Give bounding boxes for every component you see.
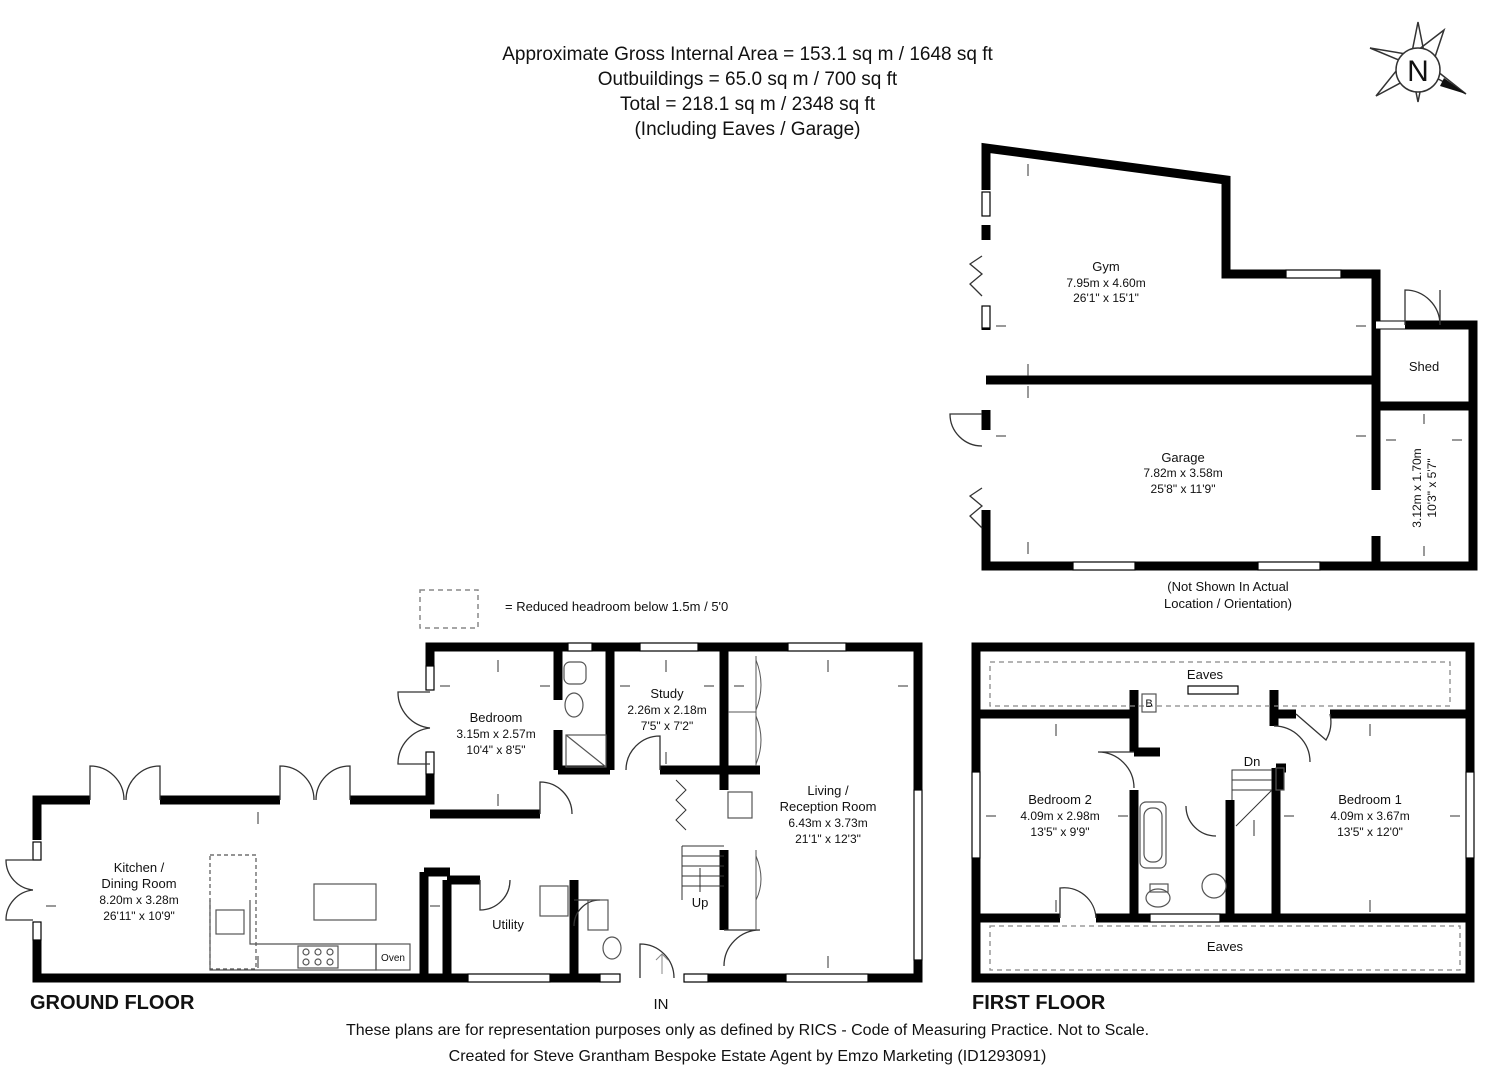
gross-area-text: Approximate Gross Internal Area = 153.1 … [502, 44, 993, 65]
garage-label: Garage 7.82m x 3.58m 25'8" x 11'9" [1143, 450, 1222, 496]
shed-label: Shed [1409, 359, 1439, 374]
svg-text:Garage: Garage [1161, 450, 1204, 465]
svg-text:Bedroom: Bedroom [470, 710, 523, 725]
svg-text:26'1" x 15'1": 26'1" x 15'1" [1073, 291, 1139, 305]
stairs-up-label: Up [692, 895, 709, 910]
disclaimer-text: These plans are for representation purpo… [345, 1022, 1150, 1039]
first-floor-doors [1059, 713, 1332, 919]
svg-text:8.20m x 3.28m: 8.20m x 3.28m [99, 893, 178, 907]
kitchen-fixtures [209, 661, 753, 971]
outbuilding-doors [949, 255, 1441, 529]
ground-dimension-arrows [46, 660, 908, 968]
svg-text:Reception Room: Reception Room [780, 799, 877, 814]
credit-text: Created for Steve Grantham Bespoke Estat… [448, 1048, 1047, 1065]
eaves-top-label: Eaves [1187, 667, 1224, 682]
outbuildings-note-1: (Not Shown In Actual [1167, 579, 1289, 594]
svg-text:7.82m x 3.58m: 7.82m x 3.58m [1143, 466, 1222, 480]
legend-text: = Reduced headroom below 1.5m / 5'0 [505, 599, 728, 614]
utility-label: Utility [492, 917, 524, 932]
total-area-text: Total = 218.1 sq m / 2348 sq ft [619, 94, 876, 115]
first-floor-windows [971, 685, 1475, 923]
first-floor-title: FIRST FLOOR [972, 992, 1106, 1014]
ground-floor-title: GROUND FLOOR [30, 992, 195, 1014]
kitchen-label: Kitchen / Dining Room 8.20m x 3.28m 26'1… [99, 860, 178, 923]
svg-text:7'5" x 7'2": 7'5" x 7'2" [641, 719, 693, 733]
oven-label: Oven [381, 953, 405, 964]
svg-text:2.26m x 2.18m: 2.26m x 2.18m [627, 703, 706, 717]
svg-text:6.43m x 3.73m: 6.43m x 3.73m [788, 816, 867, 830]
svg-text:Gym: Gym [1092, 259, 1119, 274]
svg-text:26'11" x 10'9": 26'11" x 10'9" [103, 909, 175, 923]
bedroom1-label: Bedroom 1 4.09m x 3.67m 13'5" x 12'0" [1330, 792, 1409, 839]
svg-text:Study: Study [650, 686, 684, 701]
eaves-bottom-label: Eaves [1207, 939, 1244, 954]
reduced-headroom-swatch [419, 589, 479, 629]
ground-floor-windows [32, 642, 923, 983]
svg-text:3.15m x 2.57m: 3.15m x 2.57m [456, 727, 535, 741]
svg-text:Bedroom 1: Bedroom 1 [1338, 792, 1402, 807]
bedroom-ground-label: Bedroom 3.15m x 2.57m 10'4" x 8'5" [456, 710, 535, 757]
ground-floor-stairs [675, 779, 724, 900]
svg-text:21'1" x 12'3": 21'1" x 12'3" [795, 832, 861, 846]
svg-text:4.09m x 2.98m: 4.09m x 2.98m [1020, 809, 1099, 823]
svg-text:13'5" x 12'0": 13'5" x 12'0" [1337, 825, 1403, 839]
outbuildings-plan [981, 142, 1478, 571]
first-floor-stairs [1231, 769, 1273, 836]
svg-text:25'8" x 11'9": 25'8" x 11'9" [1151, 482, 1216, 496]
entrance-arrow-icon [655, 953, 669, 974]
svg-text:3.12m x 1.70m: 3.12m x 1.70m [1410, 448, 1424, 527]
svg-text:10'3" x 5'7": 10'3" x 5'7" [1425, 458, 1439, 517]
svg-text:Kitchen /: Kitchen / [114, 860, 165, 875]
first-dimension-arrows [986, 724, 1460, 912]
svg-text:4.09m x 3.67m: 4.09m x 3.67m [1330, 809, 1409, 823]
bedroom2-label: Bedroom 2 4.09m x 2.98m 13'5" x 9'9" [1020, 792, 1099, 839]
compass-icon: N [1369, 21, 1467, 103]
outbuildings-area-text: Outbuildings = 65.0 sq m / 700 sq ft [597, 69, 898, 90]
first-floor-fixtures [1139, 693, 1285, 908]
study-label: Study 2.26m x 2.18m 7'5" x 7'2" [627, 686, 706, 733]
gym-label: Gym 7.95m x 4.60m 26'1" x 15'1" [1066, 259, 1145, 305]
stairs-down-label: Dn [1244, 754, 1261, 769]
entrance-label: IN [654, 996, 669, 1013]
first-floor-eaves [989, 661, 1461, 971]
compass-letter: N [1407, 55, 1429, 88]
svg-text:13'5" x 9'9": 13'5" x 9'9" [1030, 825, 1089, 839]
area-note-text: (Including Eaves / Garage) [634, 119, 861, 140]
ground-floor-wardrobes [728, 656, 762, 930]
svg-text:10'4" x 8'5": 10'4" x 8'5" [466, 743, 525, 757]
store-label: 3.12m x 1.70m 10'3" x 5'7" [1410, 448, 1439, 527]
svg-text:Dining Room: Dining Room [101, 876, 176, 891]
boiler-label: B [1145, 698, 1152, 710]
outbuilding-dimension-arrows [996, 164, 1462, 556]
outbuilding-windows [981, 191, 1342, 571]
ground-floor-doors [5, 691, 761, 979]
living-room-label: Living / Reception Room 6.43m x 3.73m 21… [780, 783, 877, 846]
svg-text:Bedroom 2: Bedroom 2 [1028, 792, 1092, 807]
svg-text:Living /: Living / [807, 783, 849, 798]
outbuildings-note-2: Location / Orientation) [1164, 596, 1292, 611]
svg-text:7.95m x 4.60m: 7.95m x 4.60m [1066, 276, 1145, 290]
